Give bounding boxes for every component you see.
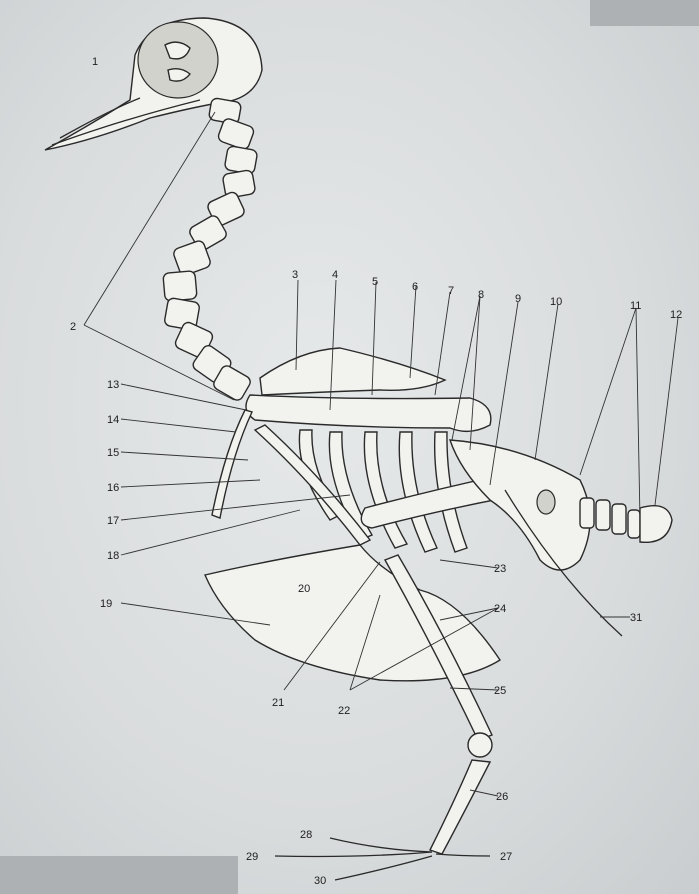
toes (275, 838, 490, 880)
label-9: 9 (515, 293, 521, 305)
label-3: 3 (292, 269, 298, 281)
label-15: 15 (107, 447, 119, 459)
label-10: 10 (550, 296, 562, 308)
label-20: 20 (298, 583, 310, 595)
humerus (246, 395, 491, 431)
label-24: 24 (494, 603, 506, 615)
scapula (260, 348, 445, 395)
pelvic-foramen (537, 490, 555, 514)
label-4: 4 (332, 269, 338, 281)
label-18: 18 (107, 550, 119, 562)
label-23: 23 (494, 563, 506, 575)
label-26: 26 (496, 791, 508, 803)
label-29: 29 (246, 851, 258, 863)
label-27: 27 (500, 851, 512, 863)
label-8: 8 (478, 289, 484, 301)
tail-vertebrae (580, 498, 672, 542)
label-22: 22 (338, 705, 350, 717)
label-6: 6 (412, 281, 418, 293)
label-25: 25 (494, 685, 506, 697)
label-14: 14 (107, 414, 119, 426)
label-31: 31 (630, 612, 642, 624)
label-1: 1 (92, 56, 98, 68)
leader-lines (84, 112, 678, 796)
label-5: 5 (372, 276, 378, 288)
label-19: 19 (100, 598, 112, 610)
label-13: 13 (107, 379, 119, 391)
label-17: 17 (107, 515, 119, 527)
label-21: 21 (272, 697, 284, 709)
label-28: 28 (300, 829, 312, 841)
furcula (212, 410, 252, 518)
tarsometatarsus (430, 760, 490, 854)
label-2: 2 (70, 321, 76, 333)
label-11: 11 (630, 300, 641, 312)
label-30: 30 (314, 875, 326, 887)
neck-vertebrae (163, 98, 258, 403)
label-12: 12 (670, 309, 682, 321)
label-7: 7 (448, 285, 454, 297)
knee (468, 733, 492, 757)
label-16: 16 (107, 482, 119, 494)
